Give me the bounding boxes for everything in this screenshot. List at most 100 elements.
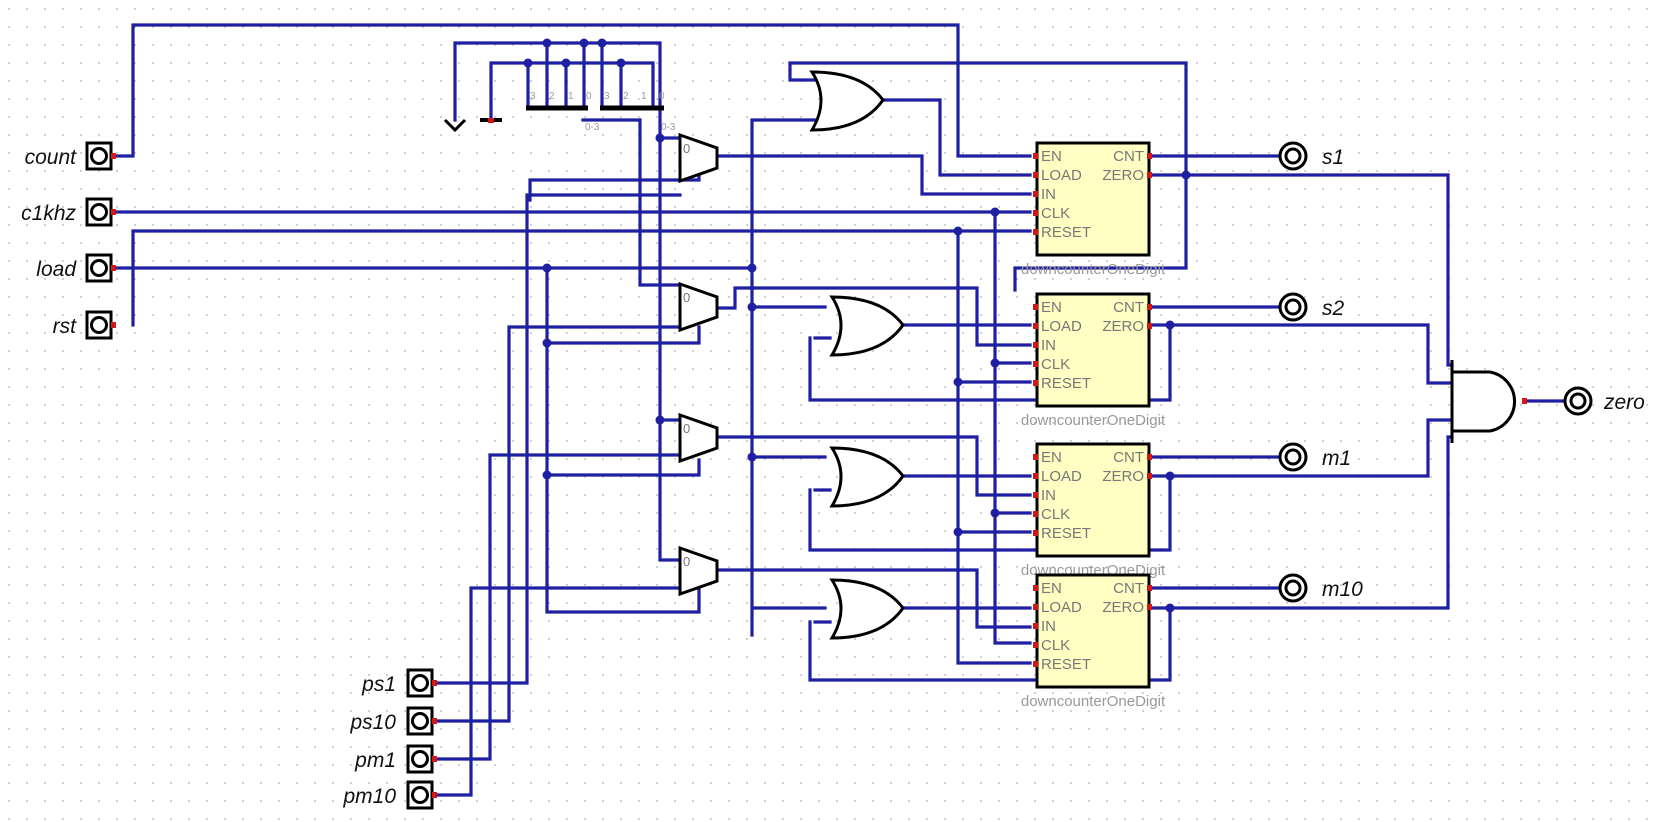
counter-port-label: ZERO [1102, 468, 1144, 485]
input-c1khz[interactable]: c1khz [21, 197, 116, 227]
counter-name: downcounterOneDigit [1021, 693, 1166, 710]
mux-3[interactable]: 0 [678, 412, 719, 464]
counter-port-label: CNT [1113, 449, 1144, 466]
counter-port-label: LOAD [1041, 167, 1082, 184]
counter-body [1035, 141, 1151, 257]
and-gate[interactable] [1450, 360, 1527, 443]
counter-port-label: IN [1041, 337, 1056, 354]
counter-input-pin [1033, 191, 1038, 197]
counter-name: downcounterOneDigit [1021, 412, 1166, 429]
counter-output-pin [1147, 604, 1152, 610]
counter-input-pin [1033, 342, 1038, 348]
counter-input-pin [1033, 661, 1038, 667]
counter-output-pin [1147, 304, 1152, 310]
splitter-right: 3 2 1 0 0-3 [600, 91, 676, 133]
counter-input-pin [1033, 229, 1038, 235]
svg-text:m10: m10 [1322, 578, 1363, 601]
downcounter-4[interactable]: ENLOADINCLKRESETCNTZEROdowncounterOneDig… [1021, 573, 1166, 710]
counter-input-pin [1033, 361, 1038, 367]
wires [111, 23, 1567, 797]
counter-port-label: CLK [1041, 356, 1070, 373]
counter-port-label: CNT [1113, 148, 1144, 165]
counter-port-label: EN [1041, 148, 1062, 165]
counter-input-pin [1033, 210, 1038, 216]
counter-input-pin [1033, 623, 1038, 629]
svg-text:2: 2 [623, 91, 629, 102]
counter-port-label: ZERO [1102, 318, 1144, 335]
svg-text:0: 0 [586, 91, 592, 102]
counter-input-pin [1033, 304, 1038, 310]
counter-name: downcounterOneDigit [1021, 261, 1166, 278]
mux-2[interactable]: 0 [678, 281, 719, 333]
output-zero[interactable]: zero [1563, 386, 1645, 416]
input-count[interactable]: count [25, 141, 116, 171]
counter-port-label: ZERO [1102, 167, 1144, 184]
svg-text:count: count [25, 146, 78, 169]
svg-text:zero: zero [1603, 391, 1645, 414]
output-s2[interactable]: s2 [1278, 292, 1345, 322]
svg-text:0: 0 [683, 141, 690, 156]
svg-text:pm1: pm1 [354, 749, 396, 772]
svg-text:ps1: ps1 [361, 673, 396, 696]
svg-text:1: 1 [568, 91, 574, 102]
counter-output-pin [1147, 323, 1152, 329]
output-m1[interactable]: m1 [1278, 442, 1351, 472]
svg-text:0: 0 [659, 91, 665, 102]
counter-port-label: RESET [1041, 656, 1091, 673]
counters: EN LOAD IN CLK RESET CNT ZERO downcounterOneDig… [1021, 141, 1166, 710]
output-m10[interactable]: m10 [1278, 573, 1363, 603]
counter-port-label: CNT [1113, 580, 1144, 597]
input-pm1[interactable]: pm1 [354, 744, 437, 774]
svg-text:s1: s1 [1322, 146, 1344, 169]
counter-input-pin [1033, 473, 1038, 479]
counter-port-label: EN [1041, 299, 1062, 316]
counter-port-label: RESET [1041, 375, 1091, 392]
mux-4[interactable]: 0 [678, 545, 719, 597]
counter-output-pin [1147, 153, 1152, 159]
counter-port-label: EN [1041, 580, 1062, 597]
or-gate-2[interactable] [829, 295, 905, 357]
counter-port-label: IN [1041, 186, 1056, 203]
svg-text:ps10: ps10 [349, 711, 396, 734]
counter-body [1035, 573, 1151, 689]
input-load[interactable]: load [36, 253, 116, 283]
counter-body [1035, 442, 1151, 558]
counter-port-label: ZERO [1102, 599, 1144, 616]
ground-symbol [443, 118, 467, 133]
or-gate-3[interactable] [829, 446, 905, 508]
svg-text:0: 0 [683, 290, 690, 305]
counter-output-pin [1147, 172, 1152, 178]
counter-input-pin [1033, 530, 1038, 536]
mux-1[interactable]: 0 [678, 132, 719, 184]
input-pm10[interactable]: pm10 [342, 780, 437, 810]
input-ps10[interactable]: ps10 [349, 706, 437, 736]
or-gate-1[interactable] [809, 70, 885, 132]
or-gate-4[interactable] [829, 578, 905, 640]
downcounter-1[interactable]: ENLOADINCLKRESETCNTZEROdowncounterOneDig… [1021, 141, 1166, 278]
counter-port-label: EN [1041, 449, 1062, 466]
counter-port-label: RESET [1041, 525, 1091, 542]
counter-port-label: IN [1041, 618, 1056, 635]
output-s1[interactable]: s1 [1278, 141, 1344, 171]
svg-text:3: 3 [604, 91, 610, 102]
downcounter-2[interactable]: EN LOAD IN CLK RESET CNT ZERO downcounterOneDig… [1021, 292, 1166, 429]
counter-input-pin [1033, 604, 1038, 610]
svg-text:0: 0 [683, 421, 690, 436]
counter-input-pin [1033, 492, 1038, 498]
counter-port-label: CNT [1113, 299, 1144, 316]
counter-input-pin [1033, 172, 1038, 178]
counter-input-pin [1033, 585, 1038, 591]
counter-body [1035, 292, 1151, 408]
downcounter-3[interactable]: ENLOADINCLKRESETCNTZEROdowncounterOneDig… [1021, 442, 1166, 579]
input-ps1[interactable]: ps1 [361, 668, 437, 698]
constant-zero [480, 118, 502, 123]
counter-port-label: CLK [1041, 205, 1070, 222]
svg-text:rst: rst [53, 315, 77, 338]
counter-output-pin [1147, 585, 1152, 591]
counter-port-label: LOAD [1041, 318, 1082, 335]
svg-text:1: 1 [641, 91, 647, 102]
input-rst[interactable]: rst [53, 310, 116, 340]
counter-port-label: LOAD [1041, 468, 1082, 485]
counter-input-pin [1033, 380, 1038, 386]
